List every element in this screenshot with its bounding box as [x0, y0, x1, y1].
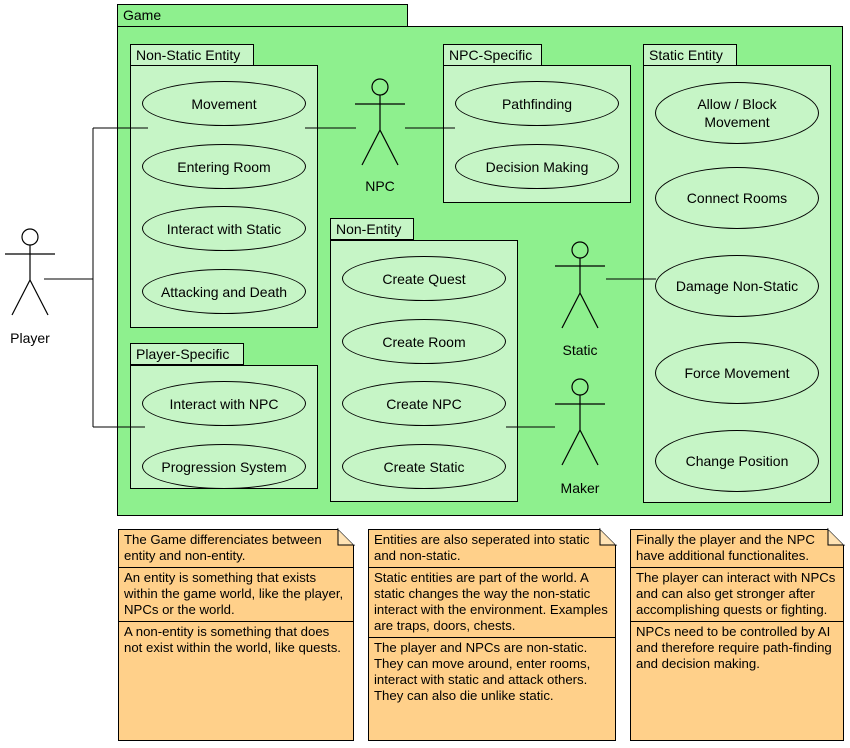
- use-case-pathfinding[interactable]: Pathfinding: [455, 81, 619, 126]
- use-case-entering-room[interactable]: Entering Room: [142, 144, 306, 189]
- note-section: The Game differenciates between entity a…: [124, 532, 322, 563]
- use-case-change-position[interactable]: Change Position: [655, 430, 819, 492]
- note-additional-functionality: Finally the player and the NPC have addi…: [630, 529, 844, 741]
- actor-maker-label: Maker: [560, 480, 600, 496]
- actor-player-figure: [5, 228, 55, 316]
- group-npc-specific-tab: NPC-Specific: [443, 44, 542, 66]
- note-section: NPCs need to be controlled by AI and the…: [631, 621, 843, 675]
- use-case-force-movement[interactable]: Force Movement: [655, 342, 819, 404]
- actor-static-figure: [555, 241, 605, 329]
- note-static-vs-non-static: Entities are also seperated into static …: [368, 529, 616, 741]
- note-section: The player and NPCs are non-static. They…: [369, 637, 615, 707]
- actor-player-label: Player: [10, 330, 50, 346]
- use-case-create-room[interactable]: Create Room: [342, 319, 506, 364]
- actor-npc-label: NPC: [365, 178, 395, 194]
- note-section: Finally the player and the NPC have addi…: [636, 532, 815, 563]
- group-player-specific-tab: Player-Specific: [130, 343, 244, 365]
- use-case-progression-system[interactable]: Progression System: [142, 444, 306, 489]
- use-case-decision-making[interactable]: Decision Making: [455, 144, 619, 189]
- use-case-movement[interactable]: Movement: [142, 81, 306, 126]
- note-section: An entity is something that exists withi…: [119, 567, 353, 621]
- note-section: The player can interact with NPCs and ca…: [631, 567, 843, 621]
- use-case-interact-with-static[interactable]: Interact with Static: [142, 206, 306, 251]
- use-case-interact-with-npc[interactable]: Interact with NPC: [142, 381, 306, 426]
- use-case-create-quest[interactable]: Create Quest: [342, 256, 506, 301]
- use-case-damage-non-static[interactable]: Damage Non-Static: [655, 255, 819, 317]
- use-case-create-static[interactable]: Create Static: [342, 444, 506, 489]
- group-non-entity-tab: Non-Entity: [330, 218, 414, 240]
- use-case-create-npc[interactable]: Create NPC: [342, 381, 506, 426]
- use-case-attacking-and-death[interactable]: Attacking and Death: [142, 269, 306, 314]
- note-section: Static entities are part of the world. A…: [369, 567, 615, 637]
- use-case-connect-rooms[interactable]: Connect Rooms: [655, 167, 819, 229]
- note-section: Entities are also seperated into static …: [374, 532, 590, 563]
- note-section: A non-entity is something that does not …: [119, 621, 353, 659]
- actor-static-label: Static: [562, 342, 598, 358]
- actor-npc-figure: [355, 78, 405, 166]
- note-entity-overview: The Game differenciates between entity a…: [118, 529, 354, 741]
- actor-maker-figure: [555, 378, 605, 466]
- group-non-static-tab: Non-Static Entity: [130, 44, 254, 66]
- use-case-allow-block-movement[interactable]: Allow / Block Movement: [655, 82, 819, 144]
